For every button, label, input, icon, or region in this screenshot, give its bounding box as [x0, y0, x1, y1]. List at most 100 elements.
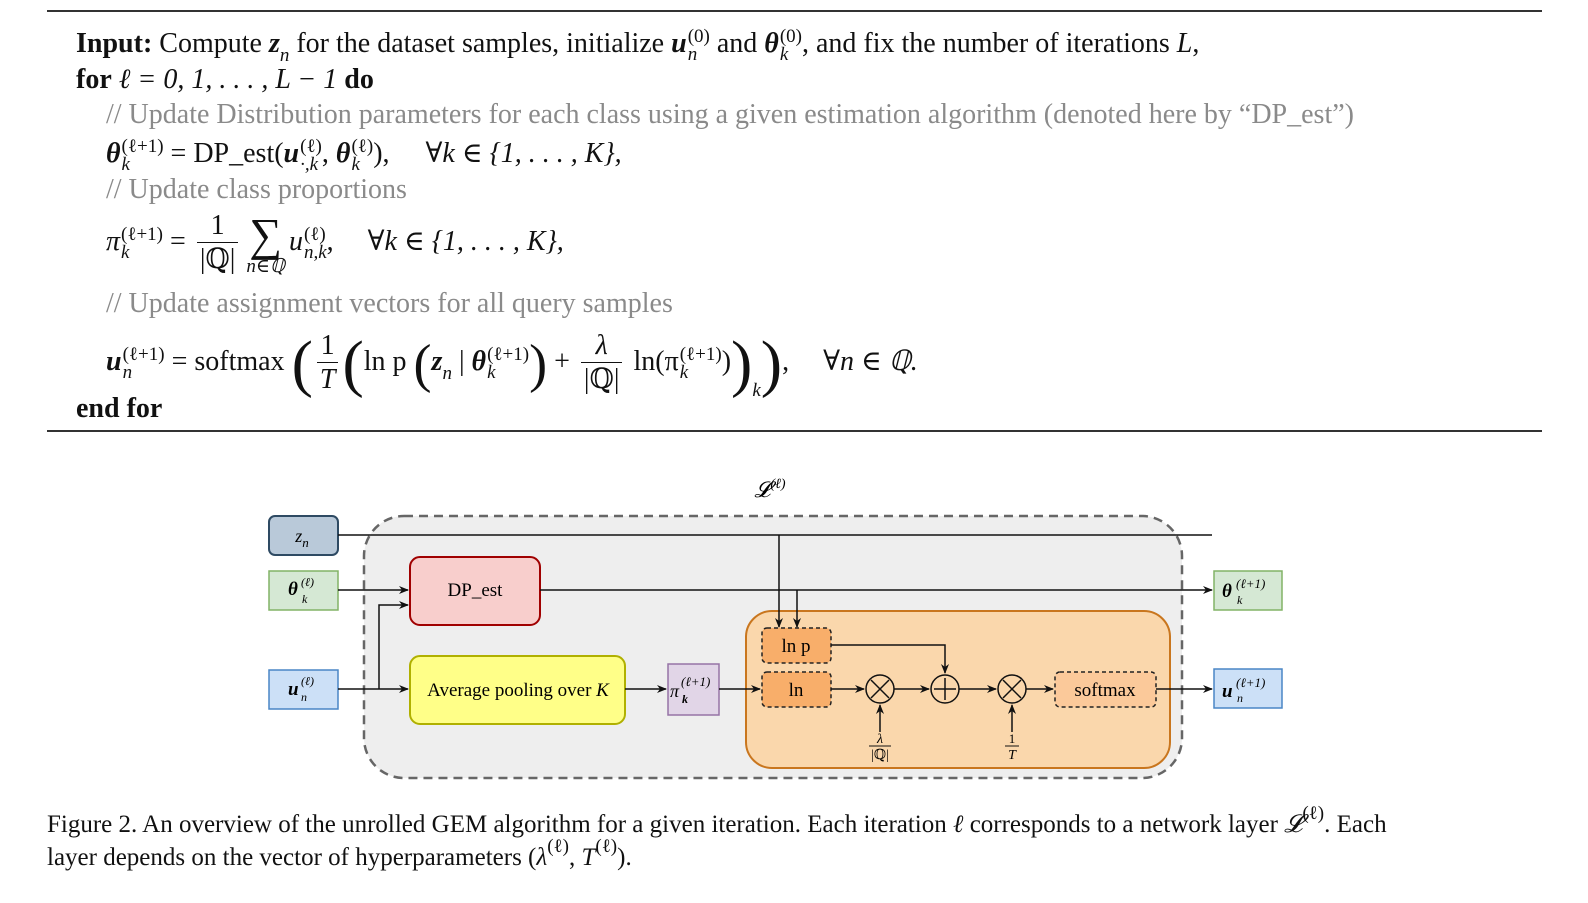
math-sub: n: [122, 361, 133, 383]
caption-text: Figure 2. An overview of the unrolled GE…: [47, 811, 954, 838]
input-text: Compute: [159, 28, 269, 59]
math-u: u: [288, 225, 303, 257]
math-sum: ∑n∈ℚ: [246, 211, 285, 277]
algorithm-for-line: for ℓ = 0, 1, . . . , L − 1 do: [76, 63, 374, 97]
input-u-label: u: [288, 679, 299, 700]
math-sup: (ℓ): [303, 223, 326, 245]
math-theta: θ: [106, 138, 121, 169]
algorithm-top-rule: [47, 10, 1542, 12]
math-pi: π: [106, 225, 121, 257]
fraction-numerator: 1: [210, 210, 225, 241]
math-text: ,: [321, 138, 336, 169]
input-u-node: u (ℓ) n: [268, 669, 339, 710]
math-paren: ): [731, 327, 753, 399]
math-supsub: (ℓ)k: [351, 135, 374, 175]
math-text: |: [451, 345, 472, 377]
input-keyword: Input:: [76, 28, 153, 59]
math-sub: k: [779, 43, 789, 65]
math-sup: (0): [687, 25, 710, 47]
math-sup: (ℓ+1): [1236, 675, 1265, 690]
multiply-temperature-operator: [997, 674, 1027, 704]
math-fraction: 1|ℚ|: [196, 210, 239, 277]
dp-est-label: DP_est: [448, 580, 504, 601]
math-paren: ): [529, 333, 548, 394]
lnp-to-plus-arrow: [831, 644, 949, 674]
fraction-numerator: 1: [1009, 731, 1016, 746]
equation-theta-update: θ(ℓ+1)k = DP_est(u(ℓ)·,k, θ(ℓ)k),∀k ∈ {1…: [106, 137, 622, 174]
lambda-over-q-factor: λ |ℚ|: [869, 732, 891, 763]
math-supsub: (ℓ)n,k: [303, 223, 327, 262]
math-sup: (ℓ+1): [122, 343, 165, 365]
math-forall: ∀n ∈ ℚ.: [823, 345, 918, 377]
caption-text: ,: [568, 844, 582, 871]
math-lambda: λ: [536, 844, 548, 871]
math-text: =: [163, 225, 193, 257]
math-supsub: (ℓ+1)k: [121, 137, 164, 175]
ln-p-label: ln p: [781, 636, 810, 657]
diagram-connections: [338, 534, 1213, 732]
input-theta-label: θ: [288, 579, 298, 600]
math-forall: ∀k ∈ {1, . . . , K},: [425, 138, 622, 169]
math-z: z: [431, 345, 443, 377]
math-text: ln p: [363, 345, 414, 377]
math-sub: n: [442, 362, 452, 384]
ln-label: ln: [789, 680, 804, 701]
math-sub: k: [351, 153, 360, 175]
math-fraction: λ|ℚ|: [580, 330, 623, 397]
math-sub: ·,k: [300, 153, 319, 175]
assignment-update-block: [745, 610, 1171, 769]
math-sup: (ℓ+1): [487, 343, 530, 365]
multiply-lambda-operator: [865, 674, 895, 704]
math-sub: n: [301, 690, 307, 704]
math-paren: ): [760, 327, 783, 399]
math-sub: n: [687, 43, 698, 65]
fraction-denominator: |ℚ|: [196, 242, 239, 277]
comment-update-proportions: // Update class proportions: [106, 174, 407, 205]
math-text: ): [721, 345, 732, 377]
math-text: +: [547, 345, 577, 377]
input-text: for the dataset samples, initialize: [289, 28, 672, 59]
math-sub: k: [121, 153, 130, 175]
math-supsub: (ℓ+1)k: [121, 225, 163, 263]
fraction-denominator: T: [316, 362, 339, 397]
plus-operator: [930, 674, 960, 704]
do-keyword: do: [344, 64, 374, 95]
output-theta-node: θ (ℓ+1) k: [1213, 570, 1283, 611]
math-sup: (ℓ): [301, 674, 314, 688]
input-z-node: zn: [268, 515, 339, 556]
dp-est-block: DP_est: [409, 556, 541, 626]
math-theta: θ: [335, 138, 351, 169]
fraction-denominator: |ℚ|: [871, 748, 889, 763]
math-text: ln(π: [626, 345, 679, 377]
for-expression: ℓ = 0, 1, . . . , L − 1: [111, 64, 345, 95]
math-supsub: (ℓ+1)k: [680, 345, 722, 382]
average-pooling-label: Average pooling over K: [427, 680, 610, 701]
math-sub: k: [121, 241, 130, 263]
math-supsub: (ℓ+1)n: [122, 343, 165, 383]
output-theta-label: θ: [1222, 581, 1232, 602]
figure-caption-line-2: layer depends on the vector of hyperpara…: [47, 830, 1542, 874]
math-theta: θ: [764, 28, 779, 59]
math-text: ,: [326, 225, 334, 257]
math-sup: (ℓ): [351, 135, 374, 157]
math-L: 𝓛: [1284, 811, 1303, 838]
average-pooling-block: Average pooling over K: [409, 655, 626, 725]
math-forall: ∀k ∈ {1, . . . , K},: [367, 225, 564, 257]
math-theta: θ: [471, 345, 487, 377]
math-sub: k: [302, 592, 308, 606]
layer-label: 𝓛(ℓ): [754, 477, 785, 502]
caption-text: . Each: [1324, 811, 1387, 838]
pi-node: π (ℓ+1) k: [667, 663, 720, 716]
input-text: ,: [1192, 28, 1200, 59]
math-text: ),: [373, 138, 390, 169]
math-sub: k: [752, 379, 761, 401]
math-sup: (ℓ+1): [1236, 576, 1265, 591]
math-sup: (ℓ+1): [681, 674, 710, 689]
math-T: T: [581, 844, 596, 871]
algorithm-input-line: Input: Compute zn for the dataset sample…: [76, 27, 1199, 73]
math-sup: (ℓ): [300, 135, 322, 157]
math-sub: k: [487, 361, 496, 383]
softmax-block: softmax: [1054, 671, 1157, 708]
input-theta-node: θ (ℓ) k: [268, 570, 339, 611]
